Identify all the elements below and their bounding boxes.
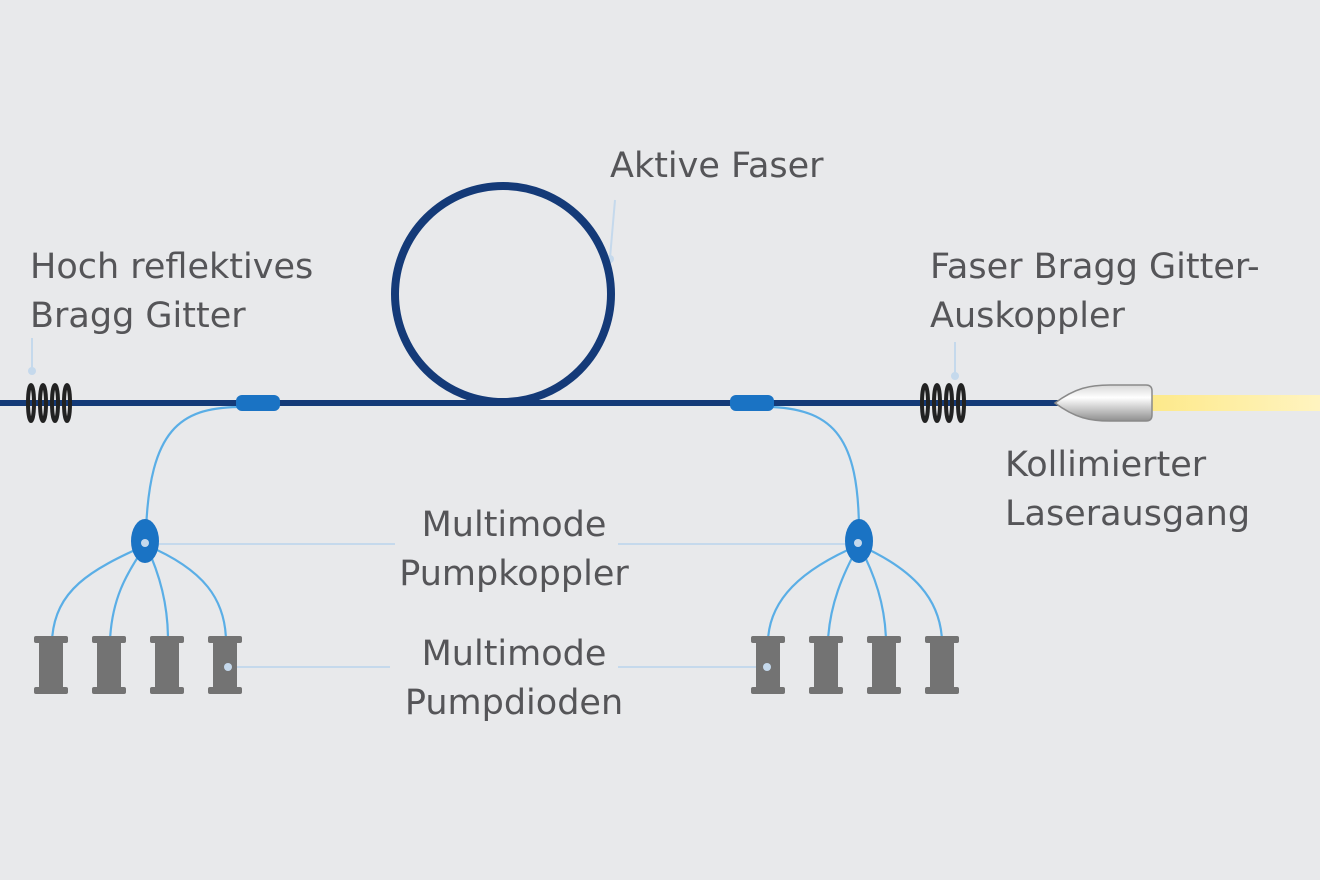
pump-coupler-right bbox=[845, 519, 873, 563]
label-active-fiber: Aktive Faser bbox=[610, 146, 824, 186]
collimator bbox=[1053, 384, 1153, 422]
pump-diodes-left bbox=[34, 636, 242, 694]
pump-diode bbox=[150, 636, 184, 694]
pump-coupler-left bbox=[131, 519, 159, 563]
leader-lines bbox=[31, 199, 956, 668]
splice-sleeve-left bbox=[236, 395, 280, 411]
pump-diode bbox=[925, 636, 959, 694]
label-oc-bragg-grating: Faser Bragg Gitter- Auskoppler bbox=[930, 247, 1260, 336]
oc-bragg-grating bbox=[920, 383, 966, 423]
hr-bragg-grating bbox=[26, 383, 72, 423]
splice-sleeve-right bbox=[730, 395, 774, 411]
pump-diode bbox=[34, 636, 68, 694]
active-fiber-loop bbox=[391, 182, 615, 406]
laser-beam bbox=[1150, 395, 1320, 411]
label-laser-output: Kollimierter Laserausgang bbox=[1005, 445, 1251, 534]
pump-diode bbox=[809, 636, 843, 694]
pump-diode bbox=[92, 636, 126, 694]
label-hr-bragg-grating: Hoch reflektives Bragg Gitter bbox=[30, 247, 314, 336]
label-pump-coupler: Multimode Pumpkoppler bbox=[399, 505, 629, 594]
label-pump-diodes: Multimode Pumpdioden bbox=[404, 634, 624, 723]
pump-diodes-right bbox=[751, 636, 959, 694]
pump-diode bbox=[867, 636, 901, 694]
diode-leader-dots bbox=[224, 663, 771, 671]
pump-fibers-right bbox=[766, 405, 944, 641]
